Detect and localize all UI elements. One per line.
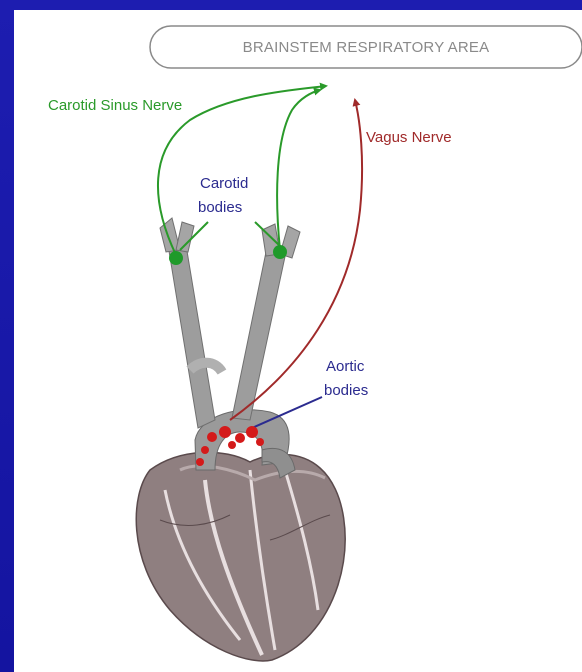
- vagus-nerve-label: Vagus Nerve: [366, 128, 452, 148]
- aortic-bodies-label-line1: Aortic: [326, 357, 364, 377]
- aortic-bodies-label-line2: bodies: [324, 381, 368, 401]
- carotid-body-dot-left: [169, 251, 183, 265]
- carotid-nerve-right: [277, 90, 320, 250]
- brainstem-respiratory-area-label: BRAINSTEM RESPIRATORY AREA: [150, 26, 582, 68]
- heart-illustration: [136, 452, 345, 661]
- carotid-sinus-nerve-label: Carotid Sinus Nerve: [48, 96, 182, 116]
- carotid-bodies-label-line1: Carotid: [200, 174, 248, 194]
- left-carotid-artery: [232, 252, 286, 420]
- carotid-body-dot-right: [273, 245, 287, 259]
- carotid-bodies-label-line2: bodies: [198, 198, 242, 218]
- right-carotid-artery: [168, 245, 215, 428]
- heart-shape: [136, 452, 345, 661]
